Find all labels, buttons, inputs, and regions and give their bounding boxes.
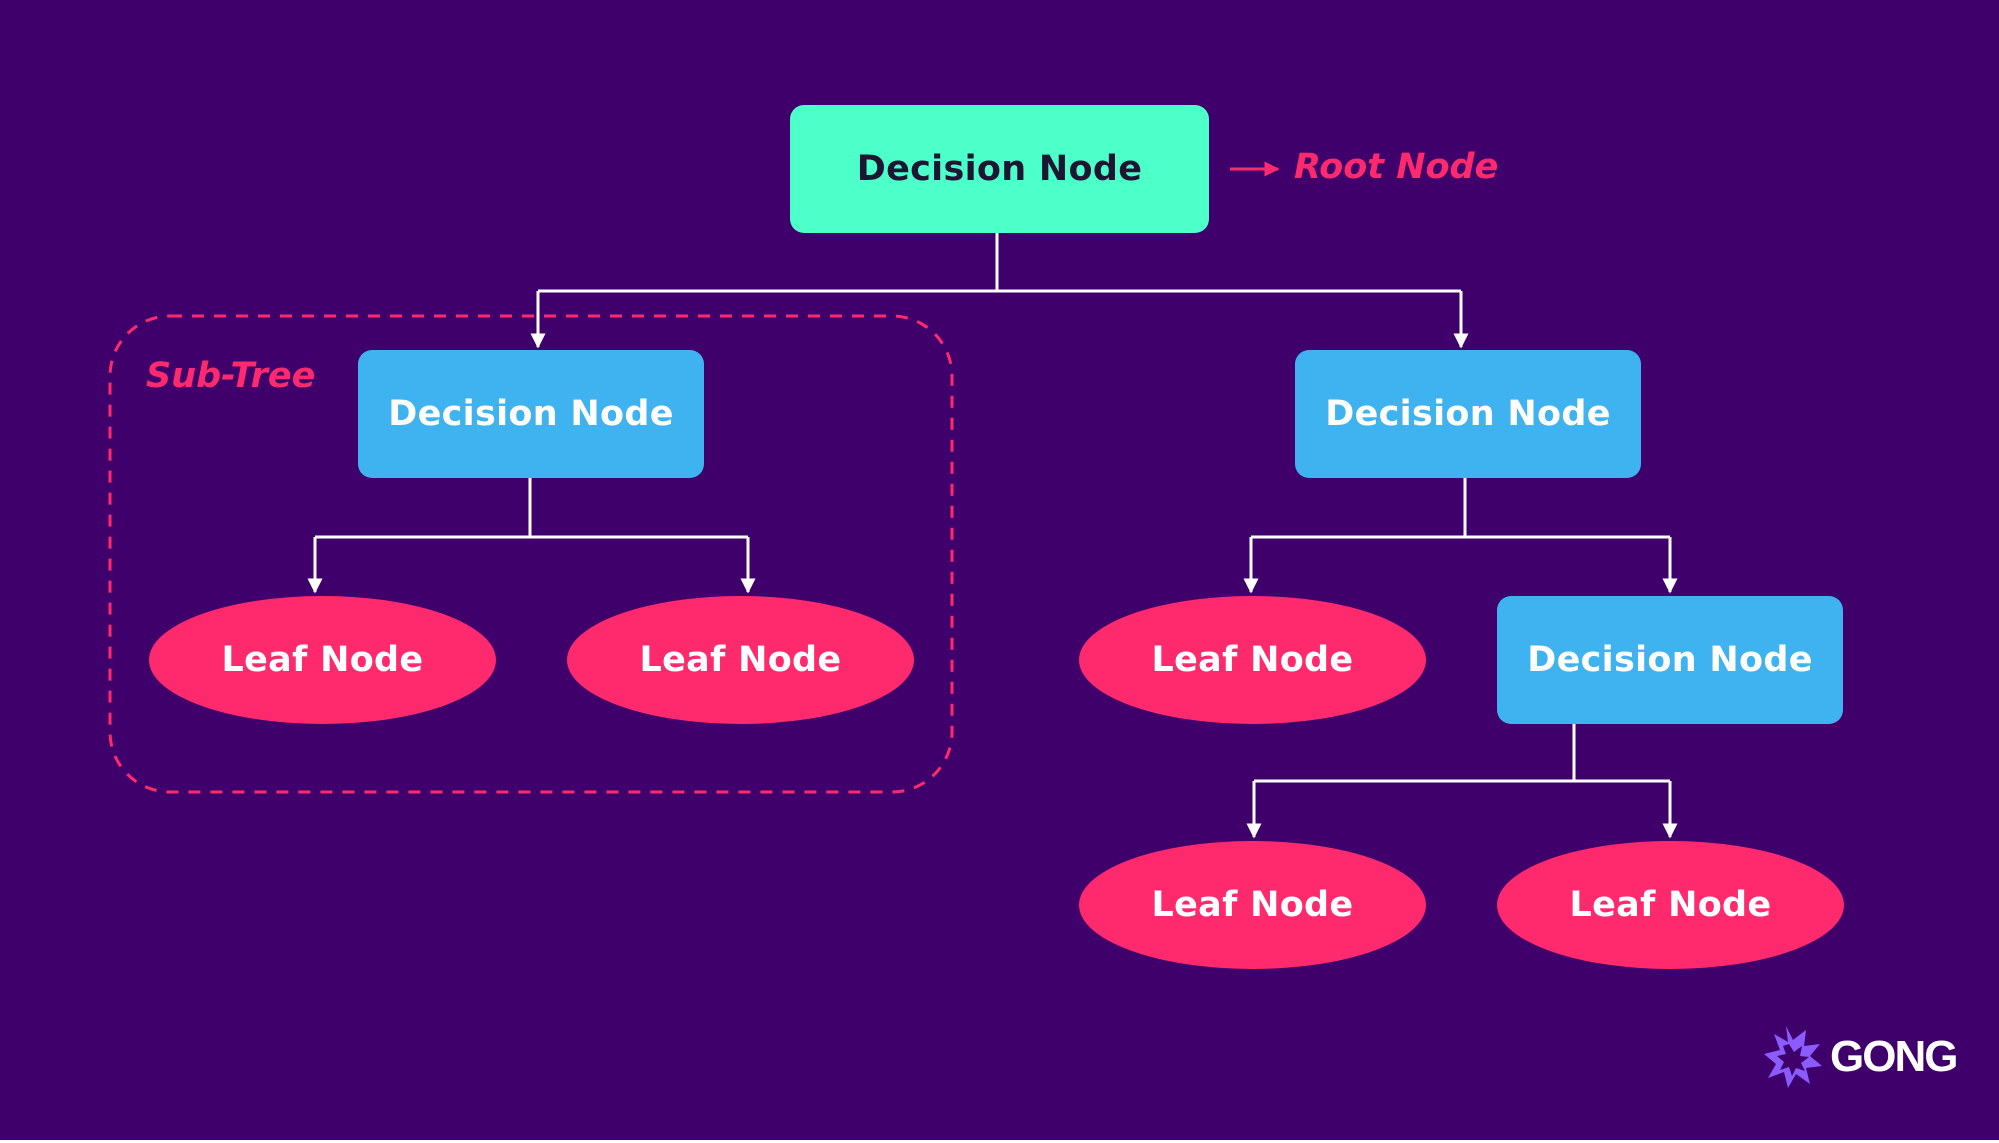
root-decision-node-label: Decision Node	[856, 149, 1143, 189]
inner-leaf-node-2-label: Leaf Node	[1569, 885, 1772, 925]
left-decision-node: Decision Node	[358, 350, 704, 478]
left-decision-node-label: Decision Node	[388, 394, 674, 434]
right-decision-node: Decision Node	[1295, 350, 1641, 478]
inner-decision-node: Decision Node	[1497, 596, 1843, 724]
gong-logo-text: GONG	[1830, 1032, 1958, 1081]
right-leaf-node-label: Leaf Node	[1151, 640, 1354, 680]
inner-leaf-node-1: Leaf Node	[1079, 841, 1426, 969]
left-leaf-node-1: Leaf Node	[149, 596, 496, 724]
inner-leaf-node-2: Leaf Node	[1497, 841, 1844, 969]
subtree-outline	[108, 314, 954, 794]
left-leaf-node-2-label: Leaf Node	[639, 640, 842, 680]
gong-starburst-icon	[1764, 1026, 1822, 1088]
inner-decision-node-label: Decision Node	[1527, 640, 1813, 680]
inner-leaf-node-1-label: Leaf Node	[1151, 885, 1354, 925]
right-decision-node-label: Decision Node	[1325, 394, 1611, 434]
left-leaf-node-2: Leaf Node	[567, 596, 914, 724]
left-leaf-node-1-label: Leaf Node	[221, 640, 424, 680]
root-node-annotation: Root Node	[1294, 147, 1499, 187]
subtree-label: Sub-Tree	[146, 356, 316, 396]
right-leaf-node: Leaf Node	[1079, 596, 1426, 724]
gong-logo: GONG	[1762, 1024, 1958, 1090]
bottom-border	[0, 1140, 1999, 1143]
root-decision-node: Decision Node	[790, 105, 1209, 233]
